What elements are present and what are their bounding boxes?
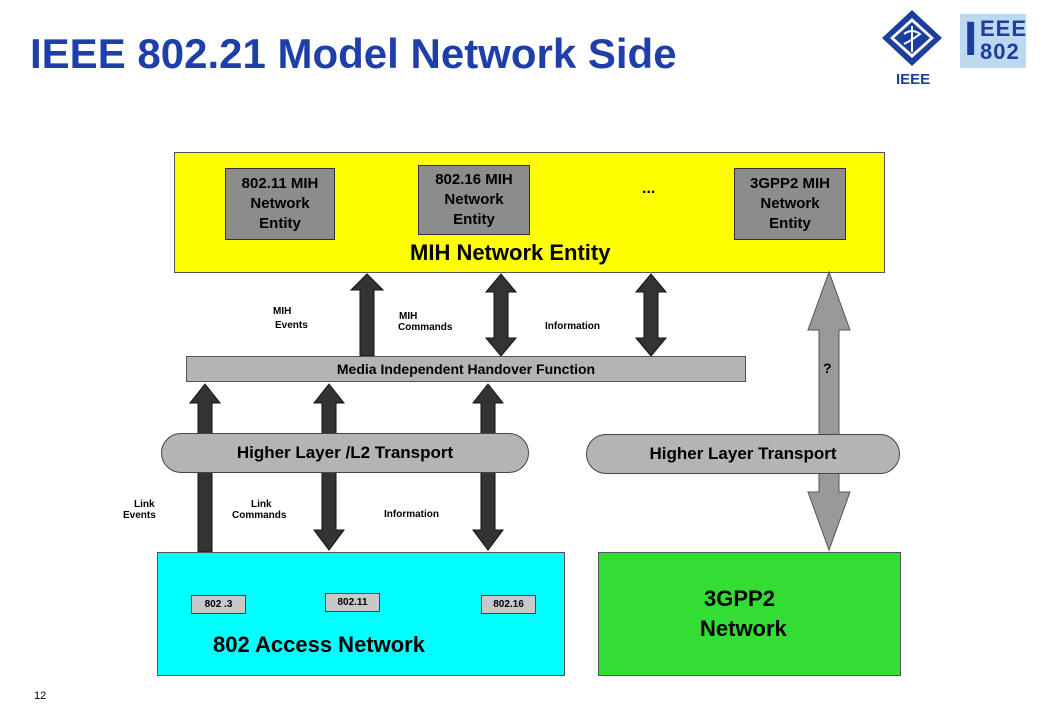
network-3gpp2-box	[598, 552, 901, 676]
label-mih-events-1: MIH	[273, 306, 292, 317]
mih-entity-80211: 802.11 MIH Network Entity	[225, 168, 335, 240]
entity-80211-line1: 802.11 MIH	[241, 175, 319, 192]
entity-3gpp2-line3: Entity	[769, 215, 811, 232]
ieee-logo-text: IEEE	[896, 71, 930, 88]
label-link-commands-1: Link	[251, 499, 272, 510]
ieee-802-logo: I EEE 802	[960, 14, 1026, 68]
three-gpp2-arrow	[807, 270, 851, 552]
chip-802-16: 802.16	[481, 595, 536, 614]
page-title: IEEE 802.21 Model Network Side	[30, 30, 677, 77]
label-link-events-1: Link	[134, 499, 155, 510]
logo-802-line1: EEE	[980, 16, 1028, 41]
entity-80211-line3: Entity	[259, 215, 301, 232]
label-mih-events-2: Events	[275, 320, 308, 331]
network-3gpp2-label: 3GPP2 Network	[690, 584, 820, 644]
label-mih-commands-2: Commands	[398, 322, 453, 333]
entity-80211-line2: Network	[250, 195, 310, 212]
logo-802-line2: 802	[980, 39, 1020, 64]
chip-802-11: 802.11	[325, 593, 380, 612]
more-entities-ellipsis: ...	[642, 180, 656, 197]
entity-3gpp2-line2: Network	[760, 195, 820, 212]
mihf-bar: Media Independent Handover Function	[186, 356, 746, 382]
mih-network-entity-label: MIH Network Entity	[410, 240, 611, 265]
logo-802-initial: I	[964, 13, 978, 66]
access-network-box	[157, 552, 565, 676]
mih-entity-3gpp2: 3GPP2 MIH Network Entity	[734, 168, 846, 240]
label-mih-information: Information	[545, 321, 600, 332]
question-mark: ?	[823, 360, 832, 376]
network-3gpp2-line1: 3GPP2	[704, 586, 775, 611]
access-network-label: 802 Access Network	[213, 632, 425, 657]
label-mih-commands-1: MIH	[399, 311, 418, 322]
label-link-commands-2: Commands	[232, 510, 287, 521]
chip-802-3: 802 .3	[191, 595, 246, 614]
label-link-information: Information	[384, 509, 439, 520]
network-3gpp2-line2: Network	[700, 616, 787, 641]
transport-left: Higher Layer /L2 Transport	[161, 433, 529, 473]
entity-80216-line3: Entity	[453, 211, 495, 228]
mih-information-arrow	[634, 273, 668, 357]
entity-80216-line2: Network	[444, 191, 504, 208]
entity-3gpp2-line1: 3GPP2 MIH	[749, 175, 831, 192]
transport-right: Higher Layer Transport	[586, 434, 900, 474]
page-number: 12	[34, 690, 47, 702]
label-link-events-2: Events	[123, 510, 156, 521]
ieee-logo: IEEE	[866, 8, 958, 88]
mih-commands-arrow	[484, 273, 518, 357]
mih-events-arrow	[349, 273, 385, 357]
mih-entity-80216: 802.16 MIH Network Entity	[418, 165, 530, 235]
entity-80216-line1: 802.16 MIH	[435, 171, 513, 188]
